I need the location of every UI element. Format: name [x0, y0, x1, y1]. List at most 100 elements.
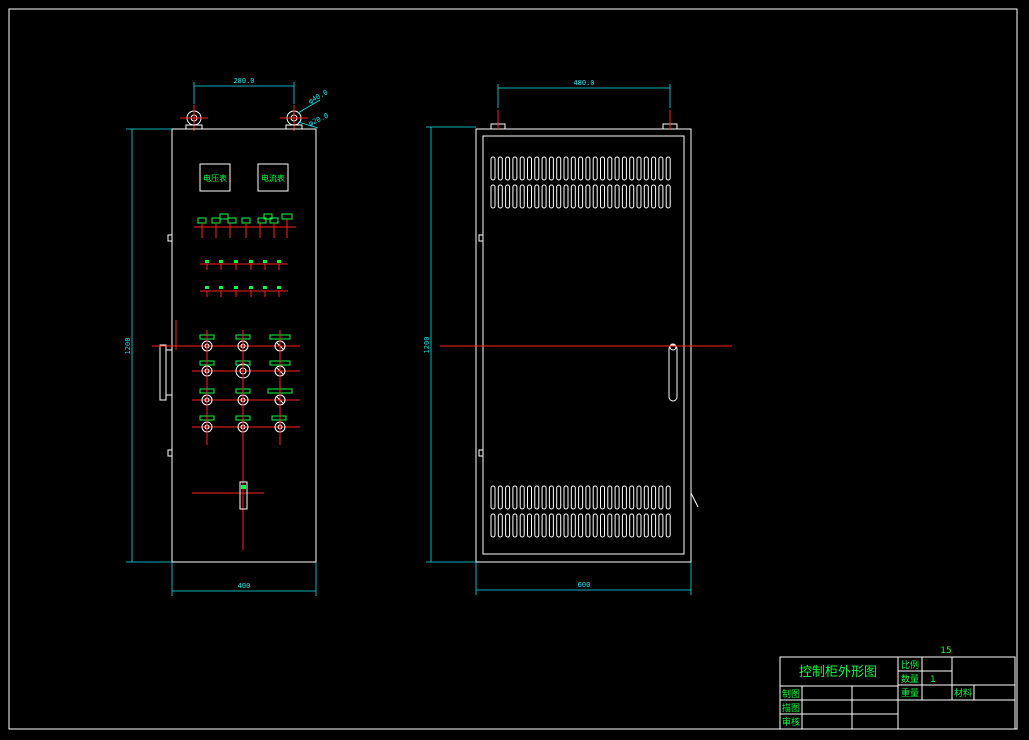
louver-slot [519, 485, 525, 510]
louver-slot [629, 184, 635, 209]
louver-slot [548, 513, 554, 538]
louver-slot [578, 513, 584, 538]
louver-slot [570, 184, 576, 209]
louver-slot [497, 156, 503, 181]
louver-slot [585, 513, 591, 538]
louver-slot [534, 156, 540, 181]
louver-slot [607, 513, 613, 538]
louver-slot [512, 156, 518, 181]
louver-slot [570, 485, 576, 510]
louver-slot [614, 184, 620, 209]
louver-slot [497, 184, 503, 209]
louver-slot [600, 513, 605, 538]
lifting-eye-left [180, 105, 208, 131]
front-dim-bolt-b: φ20.0 [307, 112, 329, 128]
louver-slot [490, 184, 496, 209]
louver-slot [585, 485, 591, 510]
louver-slot [658, 485, 664, 510]
louver-slot [563, 184, 569, 209]
louver-slot [643, 513, 649, 538]
louver-slot [658, 513, 664, 538]
louver-slot [658, 156, 664, 181]
louver-slot [636, 184, 642, 209]
louver-slot [490, 156, 496, 181]
louver-slot [527, 156, 532, 181]
louver-slot [614, 485, 620, 510]
switch-row-2 [200, 286, 288, 297]
louver-slot [563, 513, 569, 538]
louver-slot [563, 485, 569, 510]
checked-by-label: 审核 [782, 716, 800, 728]
front-view: 280.0 φ40.0 φ20.0 1200 400 电压表 电流表 [124, 77, 330, 596]
louver-slot [621, 485, 627, 510]
louver-slot [665, 184, 671, 209]
ammeter-label: 电流表 [261, 173, 285, 183]
louver-slot [585, 156, 591, 181]
push-button-grid [192, 330, 300, 550]
title-block: 15 控制柜外形图 比例 数量 1 重量 材料 制图 描图 审核 [779, 646, 1016, 730]
louver-slot [548, 184, 554, 209]
main-switch [192, 481, 264, 510]
drawing-title: 控制柜外形图 [799, 665, 877, 680]
louver-slot [556, 485, 562, 510]
traced-by-label: 描图 [782, 702, 800, 714]
louver-slot [505, 184, 511, 209]
front-dim-width: 400 [238, 582, 251, 590]
louver-slot [512, 513, 518, 538]
louver-slot [541, 184, 547, 209]
louver-slot [600, 156, 605, 181]
louver-slot [541, 513, 547, 538]
drawn-by-label: 制图 [782, 688, 800, 700]
louver-slot [636, 485, 642, 510]
side-dim-width: 600 [578, 581, 591, 589]
louver-slot [614, 513, 620, 538]
louver-slot [578, 184, 584, 209]
louver-slot [512, 485, 518, 510]
louver-slot [600, 485, 605, 510]
weight-label: 重量 [901, 687, 919, 699]
side-view: 480.0 1200 600 [423, 79, 732, 595]
louver-slot [556, 184, 562, 209]
louver-slot [621, 513, 627, 538]
indicator-lamp-row [194, 213, 296, 238]
louver-slot [527, 485, 532, 510]
louver-slot [527, 184, 532, 209]
louver-slot [629, 156, 635, 181]
louver-slot [578, 485, 584, 510]
louver-slot [643, 485, 649, 510]
louver-slot [607, 485, 613, 510]
louver-slot [505, 156, 511, 181]
front-dim-bolt-a: φ40.0 [307, 88, 329, 105]
ammeter [257, 163, 289, 192]
louver-slot [490, 485, 496, 510]
louver-slot [614, 156, 620, 181]
louver-slot [600, 184, 605, 209]
louver-slot [643, 184, 649, 209]
louver-slot [556, 513, 562, 538]
louver-slot [621, 184, 627, 209]
louver-slot [541, 156, 547, 181]
louver-slot [570, 513, 576, 538]
louver-slot [665, 513, 671, 538]
louver-slot [541, 485, 547, 510]
louver-slot [665, 156, 671, 181]
louver-slot [592, 513, 598, 538]
louver-slot [651, 485, 657, 510]
louver-slot [519, 156, 525, 181]
louver-slot [651, 156, 657, 181]
louver-slot [636, 513, 642, 538]
louver-slot [527, 513, 532, 538]
side-dim-top: 480.0 [573, 79, 594, 87]
louver-slot [621, 156, 627, 181]
louver-slot [505, 513, 511, 538]
voltmeter-label: 电压表 [203, 173, 227, 183]
louver-slot [607, 184, 613, 209]
louver-slot [519, 513, 525, 538]
louver-slot [548, 156, 554, 181]
louver-slot [592, 485, 598, 510]
louver-slot [505, 485, 511, 510]
louver-slot [548, 485, 554, 510]
material-label: 材料 [954, 687, 972, 699]
front-door-handle [159, 344, 167, 401]
